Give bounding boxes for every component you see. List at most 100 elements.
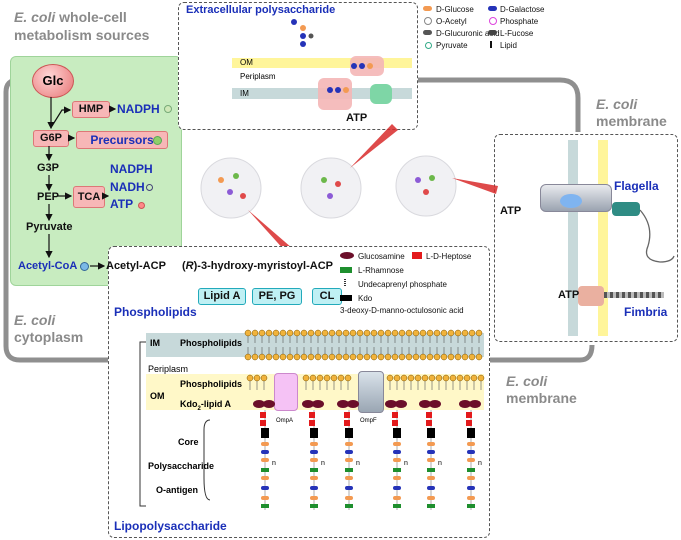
lps-sugar xyxy=(310,458,318,462)
repeat-n-label: n xyxy=(404,460,408,467)
lps-sugar xyxy=(467,504,475,508)
membrane-title-bottom-line1: E. coli xyxy=(506,373,548,389)
atp-label: ATP xyxy=(110,197,134,211)
lps-sugar xyxy=(345,442,353,446)
fimbria-base xyxy=(578,286,604,306)
lps-sugar xyxy=(393,450,401,454)
lps-sugar xyxy=(427,468,435,472)
lps-sugar xyxy=(427,486,435,490)
fimbria-label: Fimbria xyxy=(624,305,668,319)
lps-polysaccharide-label: Polysaccharide xyxy=(148,461,215,471)
ompa-protein xyxy=(274,373,298,411)
lps-sugar xyxy=(345,496,353,500)
whole-cell-title-line2: metabolism sources xyxy=(14,27,150,43)
legend-l-fucose: L-Fucose xyxy=(500,29,534,38)
repeat-n-label: n xyxy=(272,460,276,467)
lps-sugar xyxy=(345,486,353,490)
membrane-title-top-line2: membrane xyxy=(596,113,667,129)
lps-sugar xyxy=(261,428,269,438)
precursors-label: Precursors xyxy=(90,133,154,147)
lps-sugar xyxy=(310,496,318,500)
lps-sugar xyxy=(345,476,353,480)
lps-sugar xyxy=(427,496,435,500)
repeat-n-label: n xyxy=(321,460,325,467)
lps-sugar xyxy=(260,420,266,426)
lps-sugar xyxy=(261,450,269,454)
glucosamine-unit xyxy=(263,400,275,408)
repeat-n-label: n xyxy=(438,460,442,467)
appendage-membrane-yellow xyxy=(598,140,608,336)
membrane-title-bottom-line2: membrane xyxy=(506,390,577,406)
legend-o-acetyl: O-Acetyl xyxy=(436,17,467,26)
acetyl-coa-label: Acetyl-CoA xyxy=(18,260,78,272)
lps-sugar xyxy=(467,468,475,472)
lps-sugar xyxy=(310,476,318,480)
legend-undecaprenyl: Undecaprenyl phosphate xyxy=(358,280,447,289)
lps-sugar xyxy=(426,420,432,426)
legend-kdo-mark xyxy=(340,295,352,301)
cytoplasm-title-line2: cytoplasm xyxy=(14,329,84,345)
legend-o-acetyl-mark xyxy=(424,17,432,25)
appendage-panel xyxy=(494,134,678,342)
glucosamine-unit xyxy=(312,400,324,408)
whole-cell-title-line1: E. coli whole-cell xyxy=(14,9,127,25)
glucosamine-unit xyxy=(459,400,471,408)
lps-sugar xyxy=(393,476,401,480)
cytoplasm-title-line1: E. coli xyxy=(14,312,56,328)
nadph-label-2: NADPH xyxy=(110,162,153,176)
ompf-protein xyxy=(358,371,384,413)
eps-om-label: OM xyxy=(240,58,253,67)
lps-sugar xyxy=(393,468,401,472)
nadh-label: NADH xyxy=(110,180,145,194)
hydroxy-acp-label: (R)-3-hydroxy-myristoyl-ACP xyxy=(182,260,333,272)
ompf-label: OmpF xyxy=(360,418,377,424)
lps-o-antigen-label: O-antigen xyxy=(156,485,198,495)
legend-rhamnose: L-Rhamnose xyxy=(358,266,404,275)
lps-sugar xyxy=(393,458,401,462)
lps-sugar xyxy=(467,486,475,490)
lps-sugar xyxy=(427,476,435,480)
phospholipids-title: Phospholipids xyxy=(114,305,197,319)
lps-sugar xyxy=(261,442,269,446)
legend-d-galactose: D-Galactose xyxy=(500,5,545,14)
legend-pyruvate: Pyruvate xyxy=(436,41,468,50)
flagella-hook xyxy=(612,202,640,216)
legend-kdo: Kdo xyxy=(358,294,373,303)
legend-phosphate-mark xyxy=(489,17,497,25)
lps-title: Lipopolysaccharide xyxy=(114,519,227,533)
lps-sugar xyxy=(467,496,475,500)
lps-sugar xyxy=(392,412,398,418)
flagella-motor xyxy=(540,184,612,212)
glucosamine-unit xyxy=(385,400,397,408)
lps-sugar xyxy=(466,412,472,418)
lps-sugar xyxy=(309,420,315,426)
lps-sugar xyxy=(261,458,269,462)
atp-dot xyxy=(138,202,145,209)
lps-sugar xyxy=(344,412,350,418)
lps-sugar xyxy=(261,468,269,472)
lps-sugar xyxy=(427,458,435,462)
lps-sugar xyxy=(310,486,318,490)
glucosamine-unit xyxy=(419,400,431,408)
lps-sugar xyxy=(310,428,318,438)
lps-kdo2-lipid-a: Kdo2-lipid A xyxy=(180,399,232,412)
lps-sugar xyxy=(466,420,472,426)
membrane-title-top-line1: E. coli xyxy=(596,96,638,112)
lps-sugar xyxy=(345,504,353,508)
lps-sugar xyxy=(261,486,269,490)
lps-sugar xyxy=(393,496,401,500)
lps-core-label: Core xyxy=(178,437,199,447)
lps-im-phospholipids: Phospholipids xyxy=(180,338,242,348)
glucosamine-unit xyxy=(469,400,481,408)
legend-glucosamine-mark xyxy=(340,252,354,259)
lps-sugar xyxy=(345,468,353,472)
eps-title: Extracellular polysaccharide xyxy=(186,4,336,16)
lps-im-band xyxy=(146,333,484,357)
legend-d-glucuronic: D-Glucuronic acid xyxy=(436,29,500,38)
repeat-n-label: n xyxy=(356,460,360,467)
fimbria-rod xyxy=(604,292,664,298)
legend-d-glucose-mark xyxy=(423,6,432,11)
